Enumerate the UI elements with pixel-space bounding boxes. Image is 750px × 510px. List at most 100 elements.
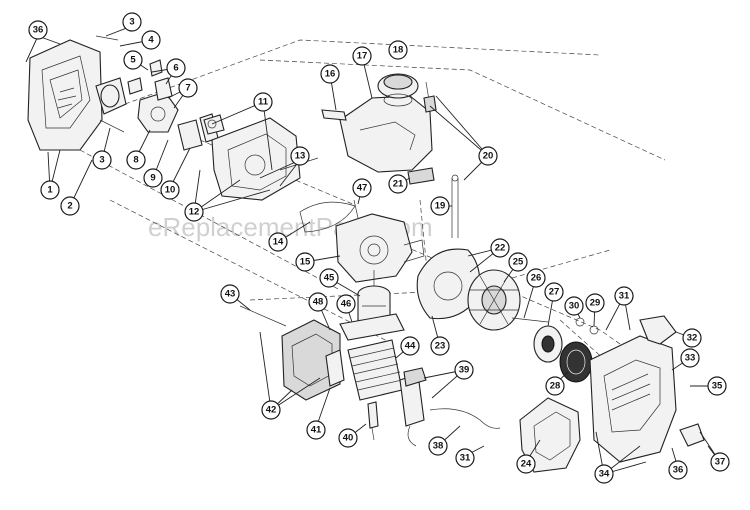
svg-text:42: 42 [266, 405, 277, 416]
svg-text:8: 8 [133, 155, 138, 166]
svg-text:26: 26 [531, 273, 542, 284]
svg-text:48: 48 [313, 297, 324, 308]
callout-5: 5 [123, 50, 143, 70]
svg-text:31: 31 [460, 453, 471, 464]
svg-text:11: 11 [258, 97, 269, 108]
callout-17: 17 [352, 46, 372, 66]
fuel-tank-part [339, 95, 433, 173]
svg-text:43: 43 [225, 289, 236, 300]
callout-32: 32 [682, 328, 702, 348]
pulley-part [533, 325, 563, 363]
cylinder-part [339, 313, 405, 401]
svg-text:5: 5 [130, 55, 136, 66]
grommet-part [407, 167, 435, 185]
callout-24: 24 [516, 454, 536, 474]
callout-31: 31 [614, 286, 634, 306]
callout-29: 29 [585, 293, 605, 313]
svg-text:36: 36 [33, 25, 44, 36]
callout-45: 45 [319, 268, 339, 288]
svg-text:2: 2 [67, 201, 72, 212]
svg-text:29: 29 [590, 298, 601, 309]
screw-part [353, 199, 359, 219]
svg-text:10: 10 [165, 185, 176, 196]
callout-4: 4 [141, 30, 161, 50]
svg-text:17: 17 [357, 51, 368, 62]
svg-text:36: 36 [673, 465, 684, 476]
engine-housing-part [589, 335, 677, 463]
svg-text:3: 3 [129, 17, 134, 28]
callout-6: 6 [166, 58, 186, 78]
callout-2: 2 [60, 196, 80, 216]
wire-part [429, 408, 501, 429]
backplate-part [416, 248, 481, 320]
svg-text:18: 18 [393, 45, 404, 56]
svg-text:14: 14 [273, 237, 284, 248]
svg-text:19: 19 [435, 201, 446, 212]
callout-21: 21 [388, 174, 408, 194]
callout-33: 33 [680, 348, 700, 368]
svg-text:40: 40 [343, 433, 354, 444]
svg-text:21: 21 [393, 179, 404, 190]
callout-13: 13 [290, 146, 310, 166]
svg-text:35: 35 [712, 381, 723, 392]
svg-text:39: 39 [459, 365, 470, 376]
callout-19: 19 [430, 196, 450, 216]
callout-41: 41 [306, 420, 326, 440]
callout-16: 16 [320, 64, 340, 84]
mount-bolts-part [423, 81, 437, 113]
svg-text:44: 44 [405, 341, 416, 352]
callout-40: 40 [338, 428, 358, 448]
callout-11: 11 [253, 92, 273, 112]
callout-8: 8 [126, 150, 146, 170]
bolt-part [239, 305, 287, 327]
starter-spring-part [559, 341, 593, 383]
svg-text:27: 27 [549, 287, 560, 298]
svg-text:47: 47 [357, 183, 368, 194]
svg-text:1: 1 [47, 185, 53, 196]
callout-18: 18 [388, 40, 408, 60]
svg-text:24: 24 [521, 459, 532, 470]
svg-text:9: 9 [150, 173, 155, 184]
callout-27: 27 [544, 282, 564, 302]
callout-35: 35 [707, 376, 727, 396]
svg-text:15: 15 [300, 257, 311, 268]
callout-37: 37 [710, 452, 730, 472]
svg-text:13: 13 [295, 151, 306, 162]
svg-text:12: 12 [189, 207, 200, 218]
svg-text:32: 32 [687, 333, 698, 344]
callout-22: 22 [490, 238, 510, 258]
svg-text:30: 30 [569, 301, 580, 312]
ignition-coil-part [399, 367, 427, 447]
gasket-part [325, 349, 345, 387]
intake-adapter-part [203, 114, 225, 135]
callout-30: 30 [564, 296, 584, 316]
callout-34: 34 [594, 464, 614, 484]
air-filter-part [95, 77, 127, 115]
handle-bracket-part [519, 397, 581, 473]
callout-7: 7 [178, 78, 198, 98]
carburetor-part [127, 59, 179, 133]
svg-text:23: 23 [435, 341, 446, 352]
callout-36: 36 [28, 20, 48, 40]
callout-20: 20 [478, 146, 498, 166]
svg-text:34: 34 [599, 469, 610, 480]
svg-text:20: 20 [483, 151, 494, 162]
rod-part [451, 174, 459, 238]
callout-42: 42 [261, 400, 281, 420]
callout-1: 1 [40, 180, 60, 200]
svg-text:45: 45 [324, 273, 335, 284]
svg-text:6: 6 [173, 63, 178, 74]
svg-text:28: 28 [550, 381, 561, 392]
callout-36b: 36 [668, 460, 688, 480]
callout-31b: 31 [455, 448, 475, 468]
svg-text:25: 25 [513, 257, 524, 268]
callout-48: 48 [308, 292, 328, 312]
callout-38: 38 [428, 436, 448, 456]
svg-text:41: 41 [311, 425, 322, 436]
callout-14: 14 [268, 232, 288, 252]
callout-44: 44 [400, 336, 420, 356]
screw-part [95, 35, 119, 41]
callout-25: 25 [508, 252, 528, 272]
crankcase-part [335, 213, 425, 283]
